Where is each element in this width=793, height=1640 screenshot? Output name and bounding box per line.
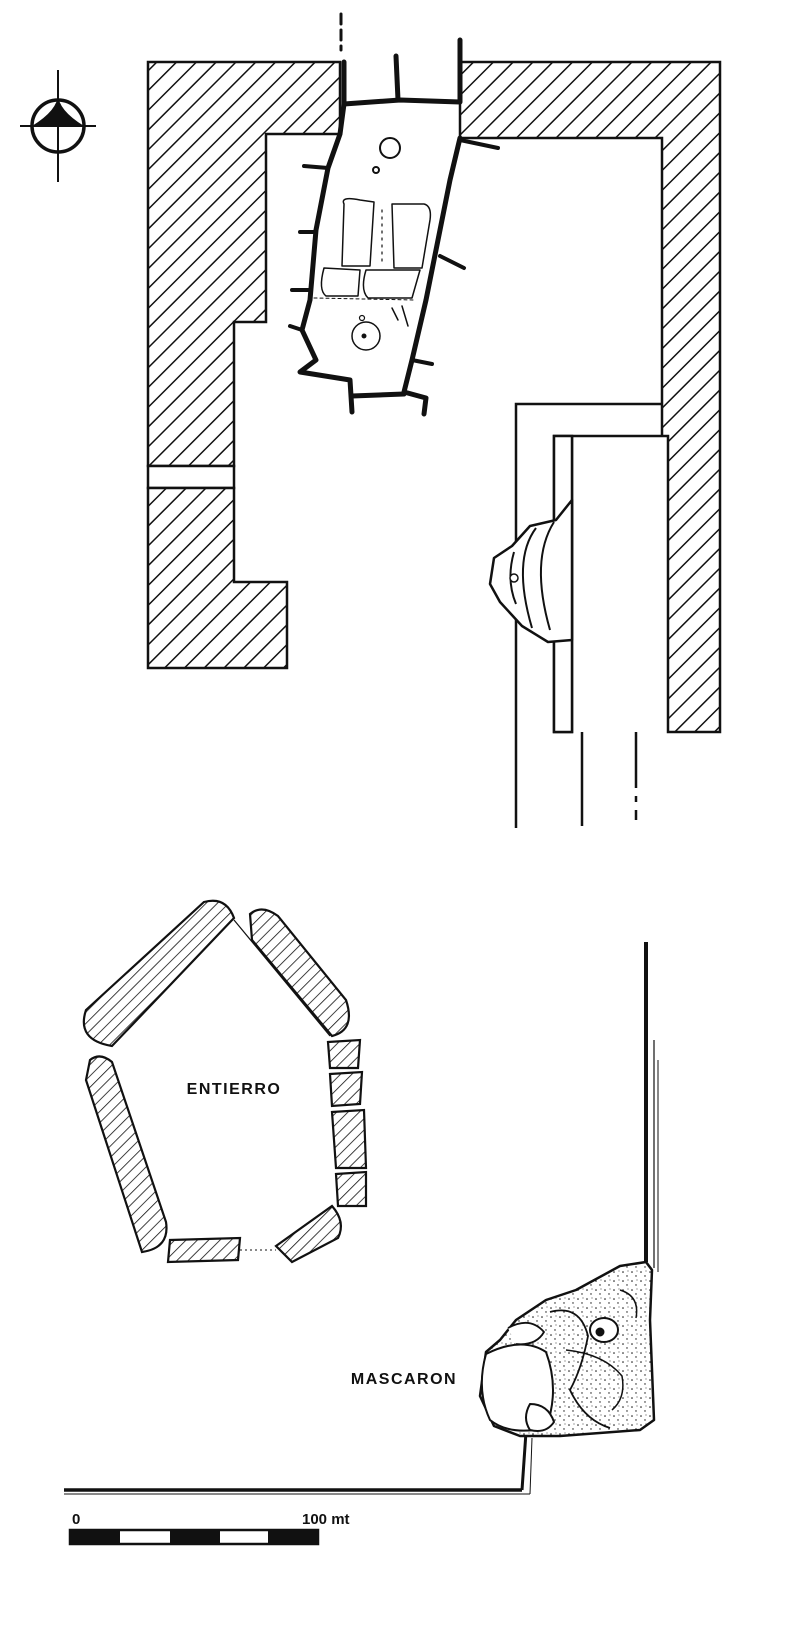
scale-segment — [268, 1530, 318, 1544]
burial-stone — [82, 899, 236, 1048]
tomb-chamber — [288, 12, 500, 417]
burial-stone — [326, 1038, 362, 1070]
mask-sculpture-large — [64, 942, 659, 1495]
scale-segment — [170, 1530, 220, 1544]
burial-stone — [274, 1204, 343, 1264]
burial-structure — [82, 899, 368, 1264]
upper-plan — [146, 12, 722, 828]
scale-end-label: 100 mt — [302, 1511, 350, 1528]
scale-bar: 0 100 mt — [68, 1511, 350, 1546]
wall-left-lower — [146, 486, 289, 670]
wall-right — [458, 60, 722, 734]
scale-segment — [70, 1530, 120, 1544]
burial-stone — [334, 1170, 368, 1208]
burial-stone — [166, 1236, 242, 1264]
burial-label: ENTIERRO — [187, 1081, 282, 1098]
wall-gap — [146, 464, 236, 490]
burial-stone — [84, 1055, 168, 1254]
north-arrow-icon — [20, 70, 96, 182]
burial-stone — [248, 908, 350, 1038]
burial-stone — [330, 1108, 368, 1170]
mask-label: MASCARON — [351, 1371, 457, 1388]
mask-sculpture-small — [488, 498, 574, 644]
scale-start-label: 0 — [72, 1511, 80, 1528]
burial-stone — [328, 1070, 364, 1108]
